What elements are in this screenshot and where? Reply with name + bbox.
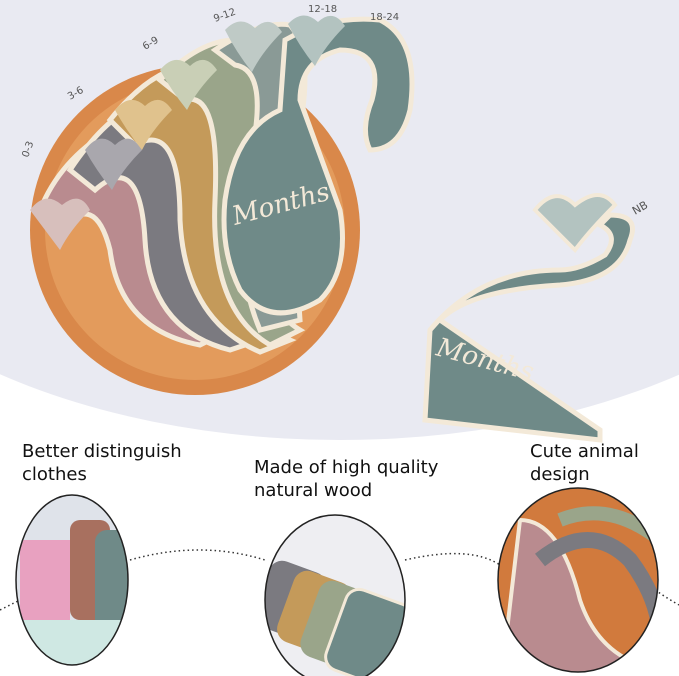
caption-line: design bbox=[530, 464, 590, 485]
size-label: 0-3 bbox=[20, 140, 36, 159]
size-label: 12-18 bbox=[308, 4, 337, 15]
feature-caption-animal: Cute animal design bbox=[530, 440, 639, 486]
caption-line: natural wood bbox=[254, 480, 373, 501]
feature-photo-closeup bbox=[498, 488, 658, 672]
feature-caption-wood: Made of high quality natural wood bbox=[254, 456, 438, 502]
front-hanger bbox=[221, 16, 415, 316]
caption-line: Made of high quality bbox=[254, 457, 439, 478]
size-labels: 0-3 3-6 6-9 9-12 12-18 18-24 bbox=[20, 4, 399, 159]
size-label: 18-24 bbox=[370, 12, 399, 23]
feature-caption-distinguish: Better distinguish clothes bbox=[22, 440, 182, 486]
tail-decorations bbox=[30, 15, 345, 250]
caption-line: Cute animal bbox=[530, 441, 639, 462]
caption-line: Better distinguish bbox=[22, 441, 182, 462]
loose-hanger bbox=[422, 212, 635, 443]
feature-photo-stack bbox=[265, 515, 405, 676]
caption-line: clothes bbox=[22, 464, 87, 485]
